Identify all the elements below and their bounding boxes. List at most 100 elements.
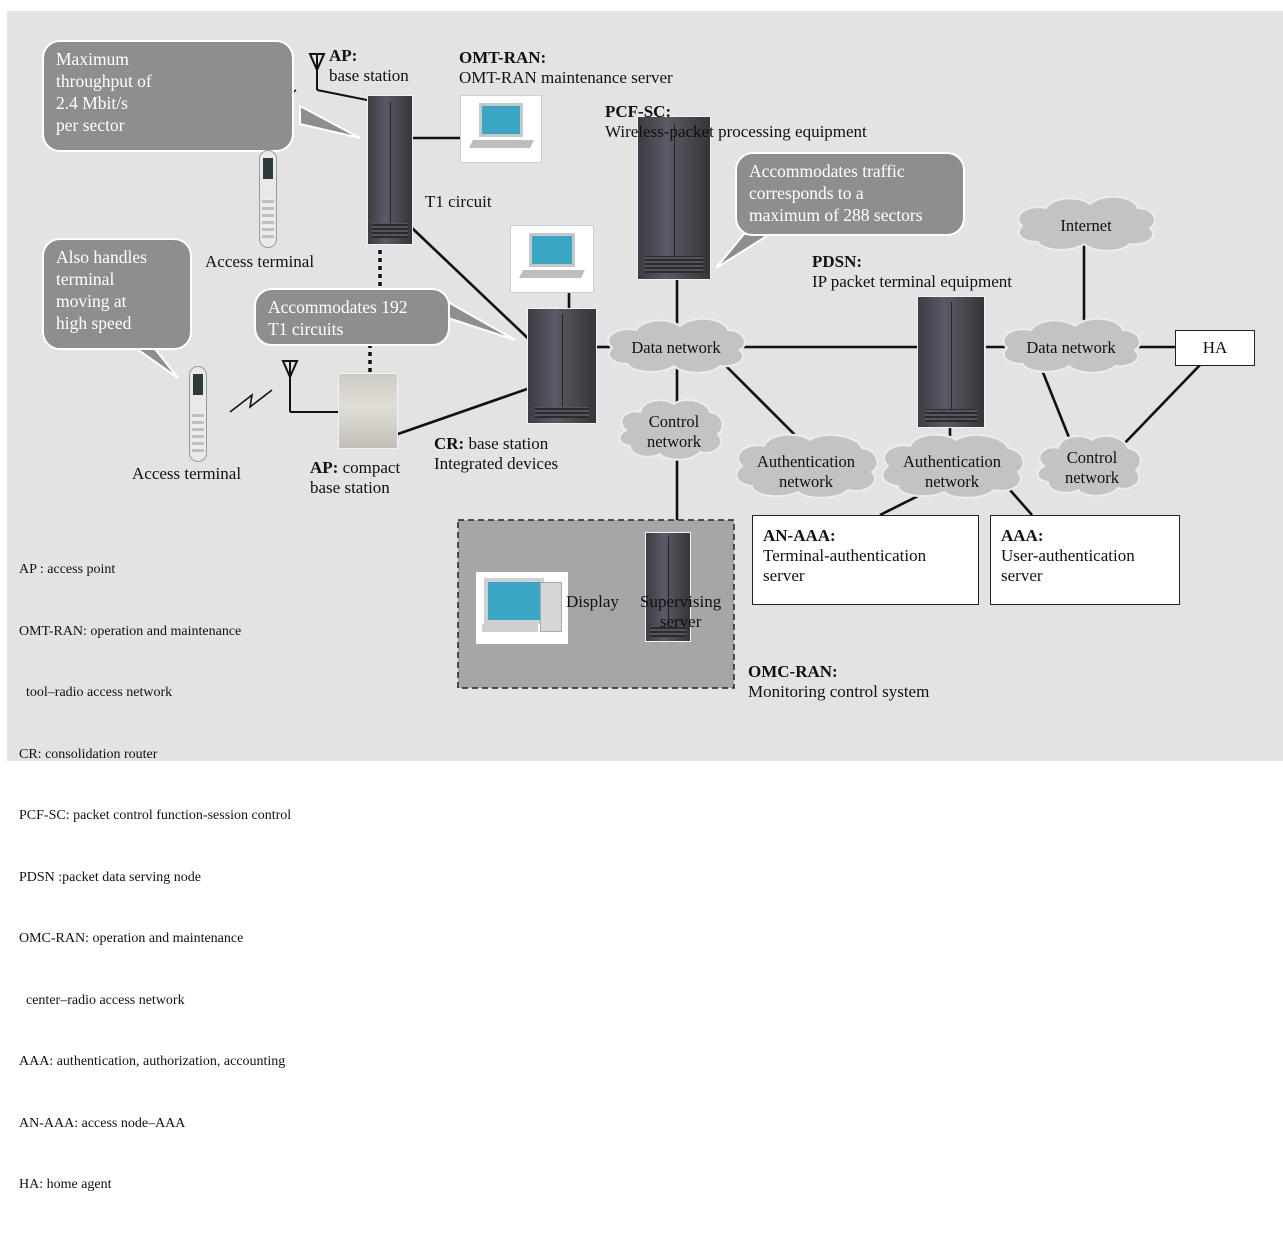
legend-line: HA: home agent — [19, 1177, 112, 1192]
abbreviation-legend: AP : access point OMT-RAN: operation and… — [19, 519, 291, 1237]
node-title: PCF-SC: — [605, 102, 672, 121]
antenna-icon — [308, 53, 368, 101]
legend-line: AN-AAA: access node–AAA — [19, 1115, 186, 1131]
an-aaa-box: AN-AAA: Terminal-authentication server — [752, 515, 979, 605]
callout-line: per sector — [56, 115, 125, 135]
node-title: AAA: — [1001, 526, 1044, 545]
callout-line: corresponds to a — [749, 183, 864, 203]
omc-ran-label: OMC-RAN: Monitoring control system — [748, 662, 929, 702]
node-desc: base station — [464, 434, 549, 453]
an-aaa-text: AN-AAA: Terminal-authentication server — [763, 526, 926, 586]
cloud-text: Control — [648, 412, 700, 431]
link-auth2-aaa — [1009, 489, 1033, 516]
link-data2-control2 — [1036, 359, 1072, 441]
ha-box: HA — [1175, 330, 1255, 366]
node-title: CR: — [434, 434, 465, 453]
cloud-text: Data network — [1026, 338, 1116, 357]
node-title: OMC-RAN: — [748, 662, 838, 681]
cloud-text: Authentication — [756, 452, 856, 471]
pdsn-server-icon — [917, 296, 985, 428]
network-diagram: Maximum throughput of 2.4 Mbit/s per sec… — [7, 11, 1283, 1192]
node-desc: base station — [329, 66, 409, 85]
node-title: AP: — [329, 46, 358, 65]
cloud-data-network-2 — [1002, 317, 1141, 374]
callout-throughput: Maximum throughput of 2.4 Mbit/s per sec… — [42, 40, 294, 152]
node-desc: OMT-RAN maintenance server — [459, 68, 673, 87]
node-desc: server — [1001, 566, 1043, 585]
cloud-internet — [1017, 195, 1156, 252]
cloud-text: Authentication — [902, 452, 1002, 471]
supervising-server-label: Supervising server — [640, 592, 721, 632]
cloud-text: Internet — [1060, 216, 1112, 235]
cloud-text: Data network — [631, 338, 721, 357]
aaa-text: AAA: User-authentication server — [1001, 526, 1135, 586]
callout-line: Accommodates traffic — [749, 161, 905, 181]
flip-phone-icon — [246, 150, 290, 248]
legend-line: PDSN :packet data serving node — [19, 869, 201, 885]
link-ha-control2 — [1119, 364, 1201, 449]
node-title: PDSN: — [812, 252, 863, 271]
access-terminal-label-2: Access terminal — [132, 464, 242, 483]
callout-high-speed: Also handles terminal moving at high spe… — [42, 238, 192, 350]
display-desktop-icon — [476, 572, 568, 644]
callout-line: high speed — [56, 313, 132, 333]
cloud-data-network-1 — [607, 317, 746, 374]
callout-line: T1 circuits — [268, 319, 344, 339]
legend-line: center–radio access network — [19, 992, 185, 1008]
callout-line: Accommodates 192 — [268, 297, 408, 317]
cloud-text: Control — [1066, 448, 1118, 467]
display-label: Display — [566, 592, 619, 611]
legend-line: OMC-RAN: operation and maintenance — [19, 931, 244, 946]
node-title: AN-AAA: — [763, 526, 836, 545]
node-desc: IP packet terminal equipment — [812, 272, 1012, 291]
callout-traffic: Accommodates traffic corresponds to a ma… — [735, 152, 965, 236]
label-line: server — [659, 612, 702, 631]
compact-base-station-icon — [338, 373, 398, 449]
legend-line: CR: consolidation router — [19, 746, 158, 762]
omt-ran-laptop-icon — [460, 95, 542, 163]
legend-line: PCF-SC: packet control function-session … — [19, 808, 292, 823]
link-compact-cr — [394, 386, 531, 437]
lightning-signal-icon — [229, 389, 273, 413]
node-desc: base station — [310, 478, 390, 497]
node-desc: User-authentication — [1001, 546, 1135, 565]
callout-line: maximum of 288 sectors — [749, 205, 923, 225]
callout-t1-circuits: Accommodates 192 T1 circuits — [254, 288, 450, 346]
callout-line: 2.4 Mbit/s — [56, 93, 128, 113]
cloud-shapes — [607, 195, 1156, 499]
antenna-icon — [281, 360, 338, 413]
node-desc: Integrated devices — [434, 454, 559, 473]
flip-phone-icon — [176, 366, 220, 462]
node-desc: compact — [338, 458, 401, 477]
cloud-text: network — [778, 472, 834, 491]
callout-tail — [447, 300, 516, 341]
cr-label: CR: base station Integrated devices — [434, 434, 558, 474]
node-title: OMT-RAN: — [459, 48, 547, 67]
label-line: Supervising — [640, 592, 722, 611]
aaa-box: AAA: User-authentication server — [990, 515, 1180, 605]
access-terminal-label-1: Access terminal — [205, 252, 315, 271]
legend-line: OMT-RAN: operation and maintenance — [19, 623, 242, 639]
node-desc: Monitoring control system — [748, 682, 930, 701]
callout-line: moving at — [56, 291, 127, 311]
link-ap-cr — [411, 227, 536, 346]
callout-line: Maximum — [56, 49, 129, 69]
legend-line: AP : access point — [19, 562, 116, 577]
pdsn-label: PDSN: IP packet terminal equipment — [812, 252, 1012, 292]
pcf-sc-label: PCF-SC: Wireless-packet processing equip… — [605, 102, 867, 142]
ap-compact-label: AP: compact base station — [310, 458, 400, 498]
cloud-control-network-2 — [1036, 434, 1142, 497]
callout-tail — [299, 104, 361, 139]
cloud-text: network — [1064, 468, 1120, 487]
node-title: AP: — [310, 458, 339, 477]
legend-line: tool–radio access network — [19, 685, 173, 700]
callout-tail — [715, 233, 774, 269]
legend-line: AAA: authentication, authorization, acco… — [19, 1054, 286, 1069]
link-data-auth1 — [719, 359, 801, 441]
ha-label: HA — [1202, 338, 1228, 357]
supervising-server-icon — [645, 532, 691, 642]
callout-line: terminal — [56, 269, 115, 289]
cloud-control-network-1 — [618, 398, 724, 461]
node-desc: Terminal-authentication — [763, 546, 927, 565]
callout-line: Also handles — [56, 247, 147, 267]
